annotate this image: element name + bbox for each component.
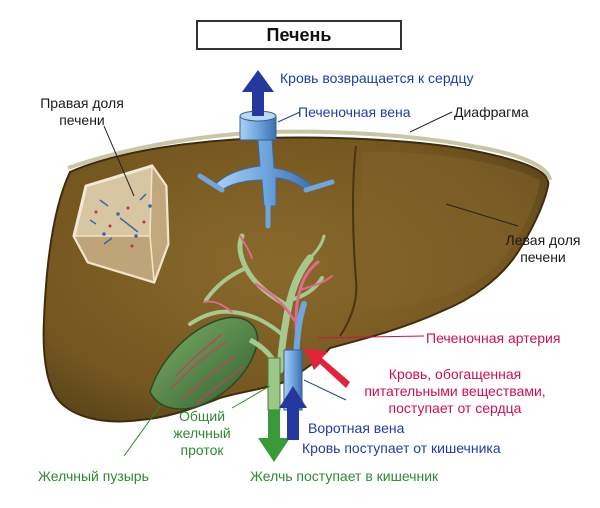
label-bile-to-intestine: Желчь поступает в кишечник: [250, 468, 439, 484]
label-oxygenated-blood-line-3: поступает от сердца: [388, 400, 522, 416]
artery-arrow: [304, 348, 350, 388]
portal-leader: [303, 379, 347, 401]
hepatic-vein-leader: [277, 111, 301, 123]
label-hepatic-artery: Печеночная артерия: [426, 330, 561, 346]
label-right-lobe-line-2: печени: [59, 112, 105, 128]
label-portal-vein: Воротная вена: [308, 420, 405, 436]
vessel-tree: [188, 233, 333, 374]
bile-down-arrow: [258, 410, 290, 462]
artery-leader: [317, 335, 425, 339]
label-left-lobe-line-2: печени: [520, 249, 566, 265]
label-common-bile-duct-line-1: Общий: [178, 408, 226, 424]
left-lobe-highlight: [361, 151, 540, 310]
gallbladder-shape: [149, 316, 259, 410]
diaphragm-line: [67, 129, 552, 181]
label-common-bile-duct-line-3: проток: [180, 442, 224, 458]
portal-up-arrow: [279, 386, 307, 440]
label-common-bile-duct-line-2: желчный: [173, 425, 231, 441]
label-oxygenated-blood-line-2: питательными веществами,: [364, 383, 546, 399]
duct-leader: [231, 385, 271, 409]
label-oxygenated-blood: Кровь, обогащенная питательными вещества…: [348, 366, 562, 417]
label-oxygenated-blood-line-1: Кровь, обогащенная: [388, 366, 522, 382]
label-right-lobe-line-1: Правая доля: [40, 95, 124, 111]
lobe-division: [339, 145, 358, 337]
label-common-bile-duct: Общий желчный проток: [170, 408, 234, 459]
blood-up-arrow: [242, 70, 274, 116]
label-hepatic-vein: Печеночная вена: [298, 104, 411, 120]
label-blood-from-intestine: Кровь поступает от кишечника: [302, 440, 501, 456]
diagram-title: Печень: [196, 20, 402, 50]
label-left-lobe-line-1: Левая доля: [505, 232, 581, 248]
label-left-lobe: Левая доля печени: [488, 232, 598, 266]
leader-lines: [103, 111, 519, 227]
label-right-lobe: Правая доля печени: [24, 95, 140, 129]
gallbladder-leader: [123, 405, 161, 457]
bile-duct-tube: [267, 357, 281, 411]
label-diaphragm: Диафрагма: [454, 104, 529, 120]
label-blood-to-heart: Кровь возвращается к сердцу: [280, 70, 474, 86]
hepatic-vein-branches: [215, 139, 313, 207]
label-gallbladder: Желчный пузырь: [38, 468, 149, 484]
